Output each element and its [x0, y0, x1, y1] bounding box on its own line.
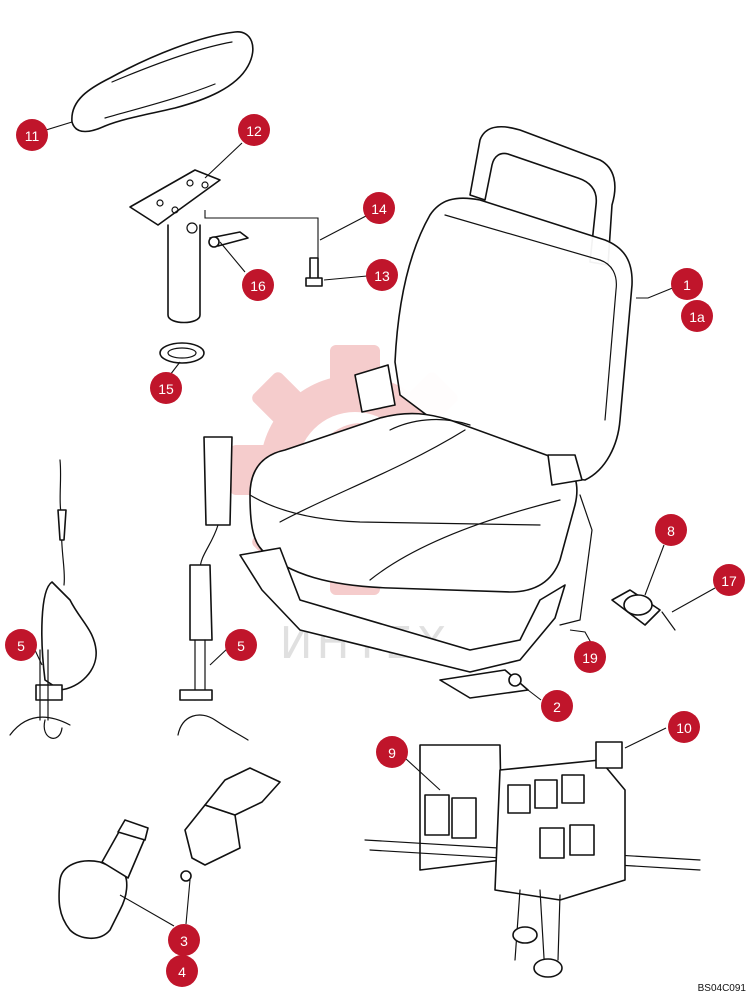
callout-14: 14 [363, 192, 395, 224]
callout-label: 3 [180, 933, 188, 949]
callout-10: 10 [668, 711, 700, 743]
callout-label: 5 [17, 638, 25, 654]
left-switch-assembly [9, 459, 97, 739]
callout-19: 19 [574, 641, 606, 673]
callout-5: 5 [225, 629, 257, 661]
callout-label: 19 [582, 650, 598, 666]
callout-label: 10 [676, 720, 692, 736]
callout-1a: 1a [681, 300, 713, 332]
seat-belt [58, 767, 281, 940]
callout-11: 11 [16, 119, 48, 151]
callout-label: 5 [237, 638, 245, 654]
locking-pin [208, 231, 249, 248]
callout-5: 5 [5, 629, 37, 661]
callout-label: 2 [553, 699, 561, 715]
seat-assembly [239, 126, 633, 699]
callout-label: 16 [250, 278, 266, 294]
callout-label: 15 [158, 381, 174, 397]
callouts: 1 1a 2 3 4 5 5 8 9 10 11 12 13 14 15 16 17 19 [5, 114, 745, 987]
callout-17: 17 [713, 564, 745, 596]
callout-8: 8 [655, 514, 687, 546]
callout-9: 9 [376, 736, 408, 768]
electrical-panel [364, 741, 701, 978]
callout-label: 11 [25, 128, 40, 144]
callout-16: 16 [242, 269, 274, 301]
seat-switch [611, 589, 676, 631]
callout-12: 12 [238, 114, 270, 146]
callout-15: 15 [150, 372, 182, 404]
callout-1: 1 [671, 268, 703, 300]
callout-4: 4 [166, 955, 198, 987]
washer [159, 342, 205, 364]
callout-3: 3 [168, 924, 200, 956]
callout-label: 17 [721, 573, 737, 589]
callout-label: 13 [374, 268, 390, 284]
callout-label: 1a [689, 309, 705, 325]
callout-label: 4 [178, 964, 186, 980]
callout-13: 13 [366, 259, 398, 291]
bolt [305, 257, 323, 287]
callout-label: 12 [246, 123, 262, 139]
callout-2: 2 [541, 690, 573, 722]
right-switch-assembly [177, 436, 249, 741]
armrest-pad [71, 31, 254, 133]
callout-label: 9 [388, 745, 396, 761]
callout-label: 14 [371, 201, 387, 217]
document-code: BS04C091 [697, 983, 746, 994]
armrest-bracket [129, 169, 221, 324]
callout-label: 8 [667, 523, 675, 539]
callout-label: 1 [683, 277, 691, 293]
